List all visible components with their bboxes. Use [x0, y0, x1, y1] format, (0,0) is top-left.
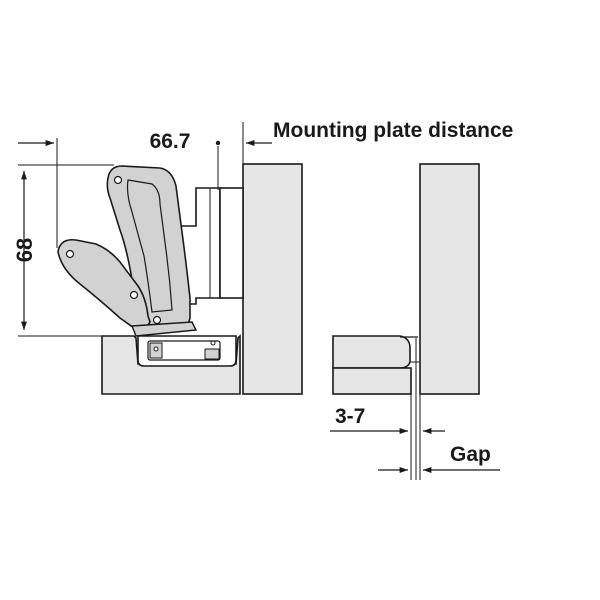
- rivet-mid: [129, 290, 139, 300]
- detail-side-panel: [419, 163, 480, 395]
- rivet-lower: [152, 315, 162, 325]
- hinge-cup-rivet-right: [210, 340, 216, 346]
- detail-door-lower: [332, 367, 412, 395]
- hinge-cup-rivet-left: [153, 346, 159, 352]
- hinge-link: [57, 238, 151, 330]
- detail-door-panel: [332, 335, 411, 369]
- hinge-cup-spring: [204, 348, 220, 360]
- dimension-66-7-label: 66.7: [150, 130, 191, 153]
- hinge-arm-inner-edge: [126, 179, 173, 313]
- hinge-base-plate: [130, 321, 198, 337]
- dimension-3-7-label: 3-7: [335, 405, 365, 428]
- mounting-plate-distance-label: Mounting plate distance: [273, 119, 513, 142]
- gap-label: Gap: [450, 443, 491, 466]
- rivet-left: [65, 249, 75, 259]
- reference-point: [215, 140, 221, 146]
- rivet-top: [113, 175, 123, 185]
- mounting-plate-base: [219, 187, 244, 299]
- hinge-cup-inner: [147, 340, 221, 361]
- dimension-68-label: 68: [12, 238, 37, 262]
- cabinet-side-panel: [242, 163, 303, 395]
